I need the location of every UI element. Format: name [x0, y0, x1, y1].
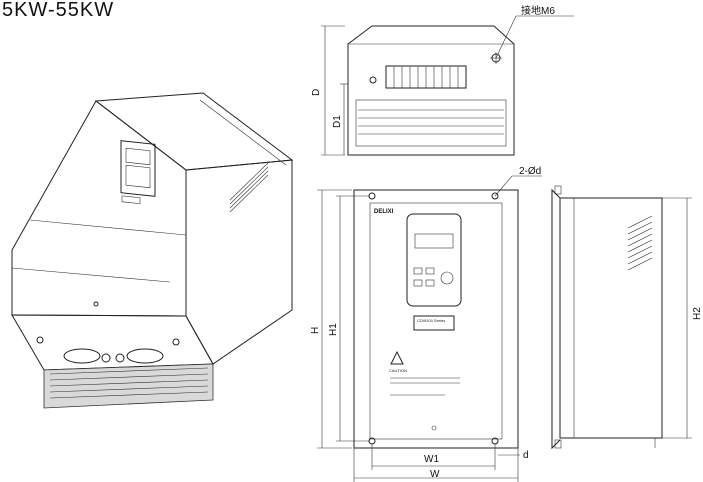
hole-label: 2-Ød [519, 166, 541, 177]
dim-d-label: D [311, 89, 322, 96]
top-view-vents [358, 109, 504, 135]
dim-h-label: H [310, 327, 321, 334]
dim-h1-label: H1 [328, 323, 339, 336]
dim-d1-label: D1 [332, 115, 343, 128]
dim-d-small-label: d [523, 450, 529, 461]
side-view: H2 [551, 185, 703, 450]
top-view: 接地M6 D D1 [311, 4, 574, 156]
terminal-block [393, 66, 459, 88]
dim-w-label: W [430, 469, 440, 480]
bottom-vent-grille [49, 367, 209, 399]
side-vents [229, 162, 269, 213]
front-view: 2-Ød DELIXI CDI9100 Series CAUTION H H1 [310, 166, 542, 482]
dim-w1-label: W1 [424, 454, 439, 465]
brand-label: DELIXI [374, 209, 394, 215]
ground-label: 接地M6 [521, 4, 555, 17]
isometric-view [11, 92, 294, 409]
caution-label: CAUTION [389, 368, 407, 373]
dim-h2-label: H2 [692, 307, 703, 320]
series-label: CDI9100 Series [417, 318, 445, 323]
power-range-title: 5KW-55KW [2, 0, 114, 21]
side-view-vents [627, 215, 653, 271]
